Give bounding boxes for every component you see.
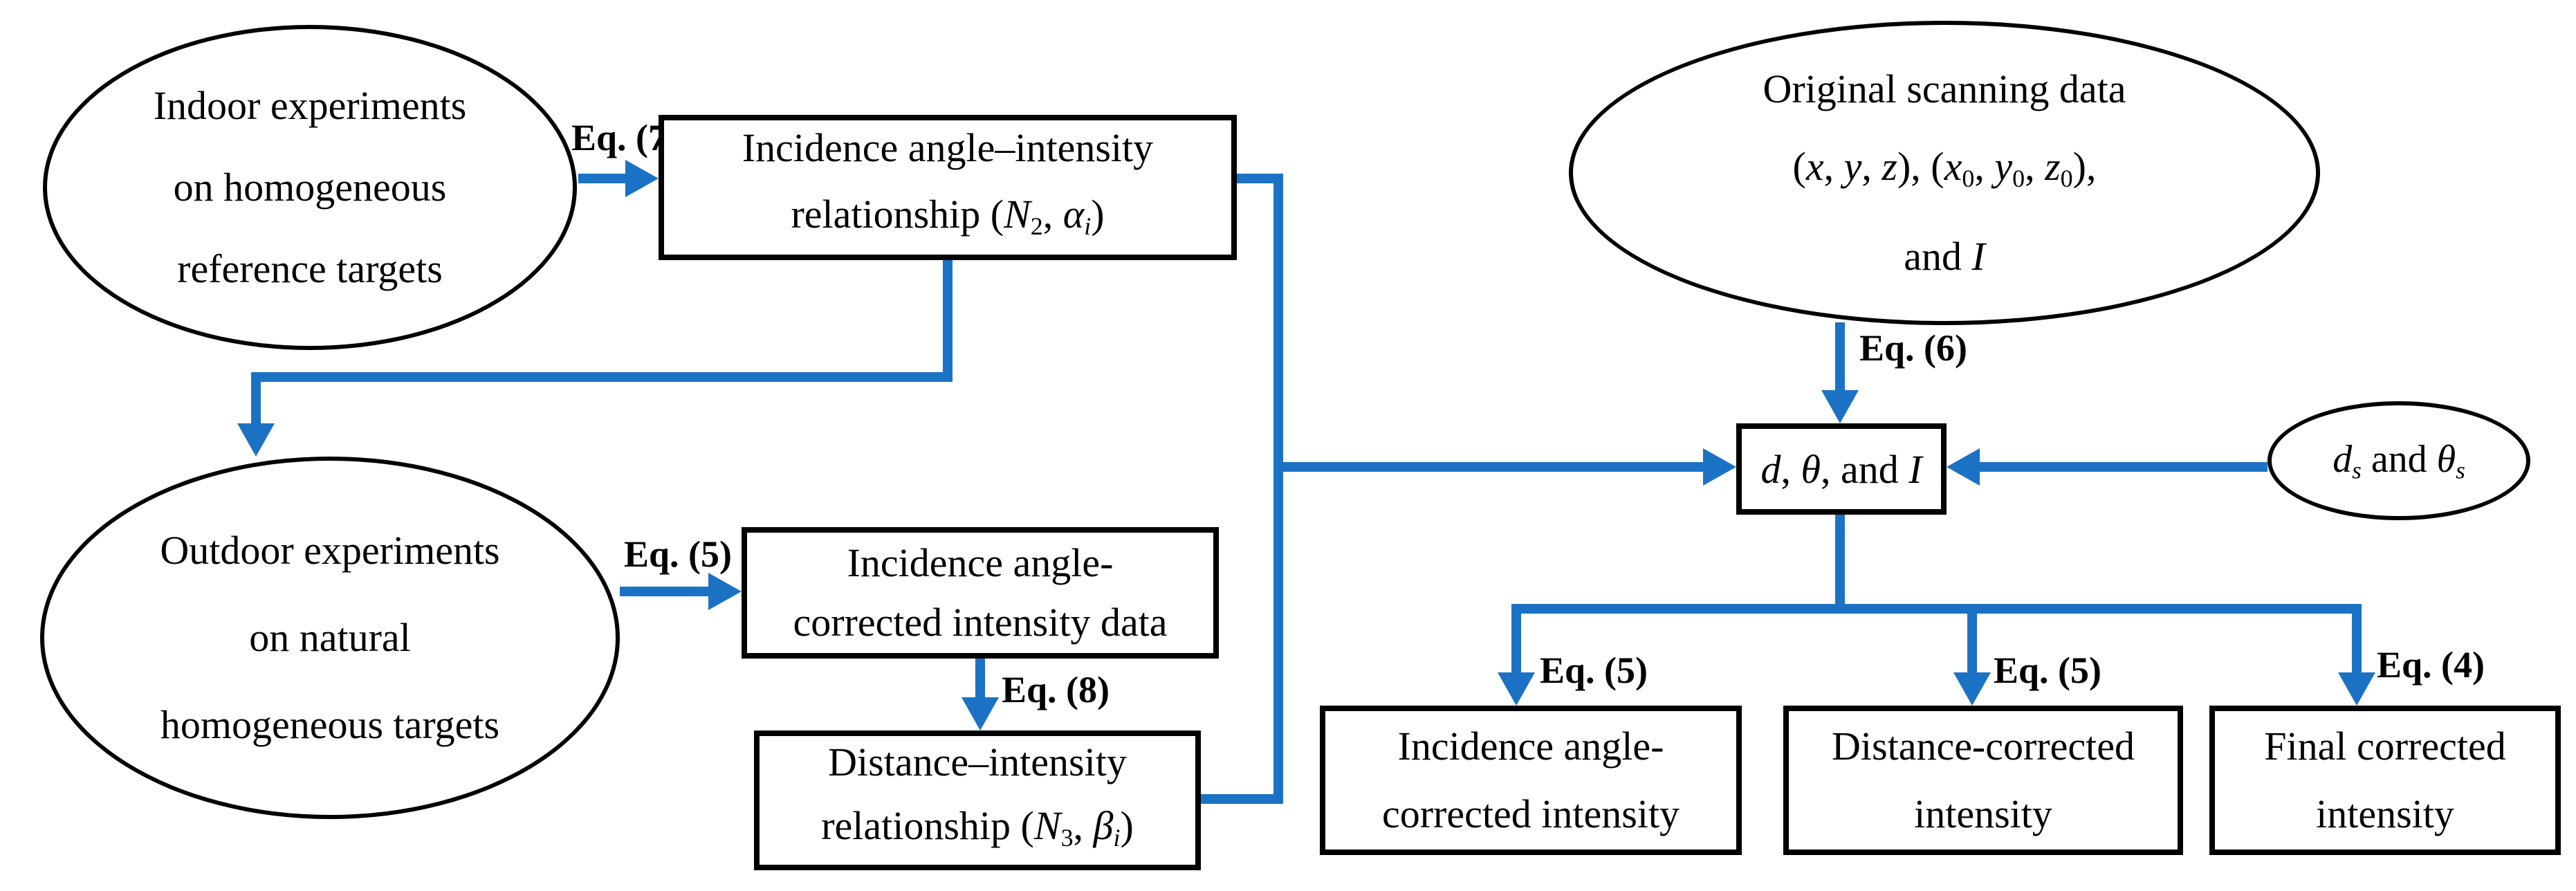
connector-long-vertical xyxy=(1273,174,1283,804)
node-text-line: Incidence angle–intensity xyxy=(742,125,1154,171)
ds-thetas-ellipse: ds and θs xyxy=(2267,401,2530,520)
node-text-line: on natural xyxy=(249,615,411,660)
connector-eq8-down xyxy=(975,659,985,701)
connector-branch-to-dthetai xyxy=(1283,462,1703,472)
connector-drop-middle xyxy=(1967,604,1977,675)
connector-drop-right xyxy=(2352,604,2362,675)
arrowhead-right-icon xyxy=(625,160,659,197)
eq5-incidence-label: Eq. (5) xyxy=(1540,650,1648,691)
connector-eq6-down xyxy=(1835,322,1845,394)
distance-corrected-intensity-box: Distance-corrected intensity xyxy=(1783,706,2183,855)
node-text-line: relationship (N2, αi) xyxy=(791,192,1105,241)
node-text-line: d, θ, and I xyxy=(1760,446,1922,492)
connector-relationship-right-stub xyxy=(1237,174,1283,183)
connector-ds-to-dthetai xyxy=(1977,462,2267,472)
connector-outdoor-to-corrected xyxy=(620,587,710,596)
node-text-line: homogeneous targets xyxy=(160,702,500,747)
connector-indoor-to-relationship xyxy=(578,174,631,183)
eq6-label: Eq. (6) xyxy=(1859,327,1968,369)
node-text-line: intensity xyxy=(2316,791,2454,836)
node-text-line: corrected intensity data xyxy=(793,600,1168,645)
node-text-line: Distance-corrected xyxy=(1832,724,2135,769)
arrowhead-down-icon xyxy=(1498,672,1535,706)
node-text-line: Final corrected xyxy=(2264,724,2506,769)
node-text-line: and I xyxy=(1904,233,1985,279)
arrowhead-down-icon xyxy=(962,697,999,731)
node-text-line: reference targets xyxy=(177,246,443,291)
connector-distance-box-stub xyxy=(1201,794,1273,804)
node-text-line: Distance–intensity xyxy=(828,740,1127,785)
connector-distribution-horizontal xyxy=(1511,604,2362,614)
incidence-angle-corrected-data-box: Incidence angle- corrected intensity dat… xyxy=(742,527,1219,659)
node-text-line: ds and θs xyxy=(2333,437,2465,484)
arrowhead-left-icon xyxy=(1947,448,1980,486)
outdoor-experiments-ellipse: Outdoor experiments on natural homogeneo… xyxy=(40,457,620,819)
arrowhead-down-icon xyxy=(237,423,275,457)
eq8-label: Eq. (8) xyxy=(1002,669,1110,710)
node-text-line: relationship (N3, βi) xyxy=(821,803,1134,852)
connector-dthetai-down xyxy=(1835,515,1845,609)
node-text-line: Indoor experiments xyxy=(153,83,467,128)
eq5-distance-label: Eq. (5) xyxy=(1994,650,2102,691)
d-theta-i-box: d, θ, and I xyxy=(1736,423,1947,515)
node-text-line: Original scanning data xyxy=(1763,66,2126,112)
connector-relationship-down xyxy=(943,260,953,382)
node-text-line: Incidence angle- xyxy=(1397,724,1664,769)
node-text-line: on homogeneous xyxy=(173,165,447,210)
arrowhead-down-icon xyxy=(1953,672,1991,706)
incidence-angle-intensity-relationship-box: Incidence angle–intensity relationship (… xyxy=(659,115,1237,260)
arrowhead-right-icon xyxy=(708,573,742,610)
node-text-line: intensity xyxy=(1914,791,2052,836)
incidence-angle-corrected-intensity-box: Incidence angle- corrected intensity xyxy=(1320,706,1742,855)
connector-relationship-drop xyxy=(251,372,261,426)
node-text-line: Incidence angle- xyxy=(847,540,1114,585)
original-scanning-data-ellipse: Original scanning data (x, y, z), (x0, y… xyxy=(1569,21,2320,325)
node-text-line: (x, y, z), (x0, y0, z0), xyxy=(1792,144,2097,193)
distance-intensity-relationship-box: Distance–intensity relationship (N3, βi) xyxy=(754,731,1201,870)
connector-drop-left xyxy=(1511,604,1521,675)
arrowhead-down-icon xyxy=(2338,672,2375,706)
node-text-line: corrected intensity xyxy=(1382,791,1680,836)
arrowhead-down-icon xyxy=(1821,390,1859,423)
final-corrected-intensity-box: Final corrected intensity xyxy=(2209,706,2561,855)
eq4-label: Eq. (4) xyxy=(2377,644,2485,686)
eq5-outdoor-label: Eq. (5) xyxy=(624,533,733,575)
indoor-experiments-ellipse: Indoor experiments on homogeneous refere… xyxy=(43,25,577,350)
node-text-line: Outdoor experiments xyxy=(160,528,500,573)
connector-relationship-left xyxy=(251,372,953,382)
arrowhead-right-icon xyxy=(1703,448,1736,486)
